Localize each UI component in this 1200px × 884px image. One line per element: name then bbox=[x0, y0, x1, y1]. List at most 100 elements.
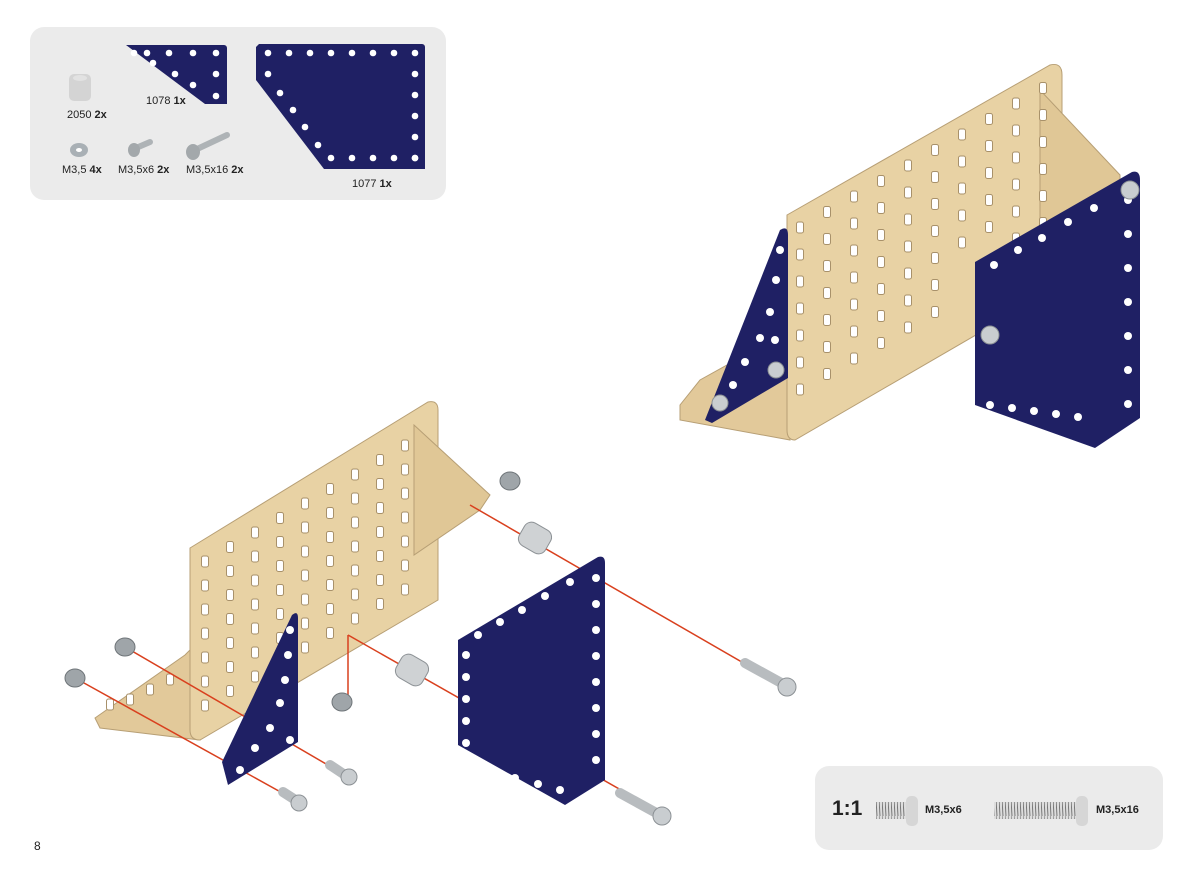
hole bbox=[301, 521, 309, 534]
hole bbox=[326, 507, 334, 519]
hole bbox=[411, 112, 419, 120]
hole bbox=[488, 769, 496, 777]
scale-label-short: M3,5x6 bbox=[925, 804, 962, 816]
hole bbox=[376, 550, 384, 562]
hole bbox=[729, 381, 737, 389]
hole bbox=[1052, 410, 1060, 418]
hole bbox=[462, 739, 470, 747]
hole bbox=[301, 593, 309, 606]
hole bbox=[226, 685, 234, 697]
hole bbox=[411, 70, 419, 78]
hole bbox=[1124, 264, 1132, 272]
hole bbox=[462, 717, 470, 725]
scale-screw-long-icon bbox=[994, 796, 1088, 826]
long-screw-icon bbox=[186, 132, 230, 160]
hole bbox=[592, 626, 600, 634]
hole bbox=[327, 154, 335, 162]
hole bbox=[541, 592, 549, 600]
hole bbox=[411, 133, 419, 141]
hole bbox=[251, 622, 259, 635]
hole bbox=[511, 774, 519, 782]
hole bbox=[411, 49, 419, 57]
hole bbox=[823, 341, 831, 353]
hole bbox=[771, 336, 779, 344]
hole bbox=[201, 651, 209, 664]
hole bbox=[462, 651, 470, 659]
hole bbox=[348, 154, 356, 162]
hole bbox=[592, 652, 600, 660]
hole bbox=[281, 676, 289, 684]
hole bbox=[796, 275, 804, 288]
hole bbox=[212, 70, 220, 78]
hole bbox=[462, 695, 470, 703]
hole bbox=[904, 213, 912, 226]
hole bbox=[351, 468, 359, 481]
hole bbox=[796, 302, 804, 315]
hole bbox=[823, 260, 831, 272]
hole bbox=[1030, 407, 1038, 415]
hole bbox=[201, 579, 209, 592]
hole bbox=[401, 439, 409, 452]
hole bbox=[1090, 204, 1098, 212]
hole bbox=[126, 693, 134, 706]
hole bbox=[226, 661, 234, 673]
hole bbox=[106, 698, 114, 711]
hole bbox=[301, 123, 309, 131]
hole bbox=[796, 248, 804, 261]
hole bbox=[877, 337, 885, 349]
hole bbox=[823, 233, 831, 245]
hole bbox=[351, 612, 359, 625]
hole bbox=[1039, 190, 1047, 202]
hole bbox=[877, 202, 885, 214]
hole bbox=[796, 329, 804, 342]
hole bbox=[931, 279, 939, 291]
hole bbox=[877, 229, 885, 241]
hole bbox=[165, 49, 173, 57]
hole bbox=[326, 483, 334, 495]
hole bbox=[1014, 246, 1022, 254]
hole bbox=[351, 516, 359, 529]
hole bbox=[877, 256, 885, 268]
hole bbox=[985, 194, 993, 206]
scale-ratio: 1:1 bbox=[832, 797, 863, 820]
hole bbox=[990, 261, 998, 269]
hole bbox=[411, 91, 419, 99]
hole bbox=[201, 603, 209, 616]
hole bbox=[823, 314, 831, 326]
part-label-nut: M3,5 4x bbox=[62, 164, 102, 176]
scale-screw-short-icon bbox=[876, 796, 918, 826]
hole bbox=[877, 310, 885, 322]
hole bbox=[411, 154, 419, 162]
hole bbox=[1039, 109, 1047, 121]
hole bbox=[904, 240, 912, 253]
hole bbox=[462, 673, 470, 681]
hole bbox=[401, 559, 409, 572]
hole bbox=[369, 49, 377, 57]
hole bbox=[264, 49, 272, 57]
hole bbox=[251, 744, 259, 752]
hole bbox=[985, 113, 993, 125]
hole bbox=[376, 454, 384, 466]
hole bbox=[1012, 205, 1020, 218]
hole bbox=[143, 49, 151, 57]
hole bbox=[985, 221, 993, 233]
assembled-model bbox=[679, 64, 1140, 448]
hole bbox=[327, 49, 335, 57]
hole bbox=[592, 756, 600, 764]
large-plate-icon bbox=[256, 44, 425, 169]
hole bbox=[149, 59, 157, 67]
hole bbox=[401, 463, 409, 476]
hole bbox=[1012, 178, 1020, 191]
hole bbox=[289, 106, 297, 114]
hole bbox=[326, 627, 334, 639]
hole bbox=[326, 531, 334, 543]
hole bbox=[351, 564, 359, 577]
hole bbox=[958, 155, 966, 168]
hole bbox=[201, 699, 209, 712]
hole bbox=[326, 555, 334, 567]
hole bbox=[1038, 234, 1046, 242]
hole bbox=[592, 600, 600, 608]
hole bbox=[796, 356, 804, 369]
part-label-long-screw: M3,5x16 2x bbox=[186, 164, 244, 176]
